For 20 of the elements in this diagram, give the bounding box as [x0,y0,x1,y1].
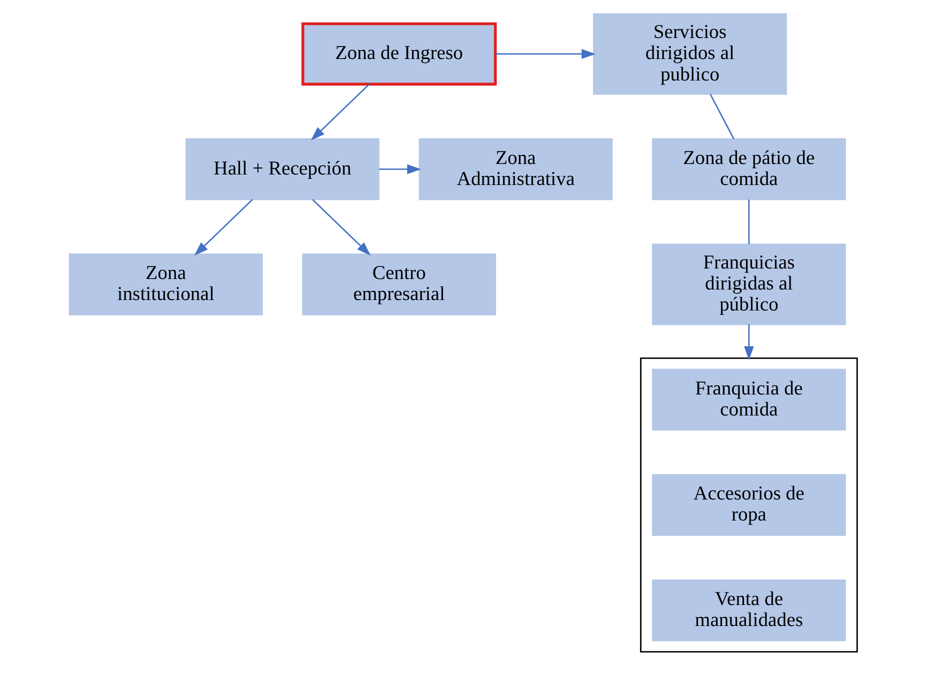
connector [748,200,750,244]
arrow [496,49,596,59]
arrow [744,324,754,360]
connector [710,94,734,140]
node-box: Zona de Ingreso [301,22,497,86]
arrow [310,84,370,140]
node-box: Venta de manualidades [652,579,846,642]
node-box: Accesorios de ropa [652,474,846,536]
node-box: Servicios dirigidos al publico [593,13,787,95]
node-box: Hall + Recepción [186,138,380,200]
node-box: Centro empresarial [302,254,496,316]
node-box: Franquicias dirigidas al público [652,244,846,326]
arrow [379,164,422,174]
node-box: Franquicia de comida [652,368,846,431]
node-box: Zona de pátio de comida [652,138,846,200]
arrow [312,199,371,256]
node-box: Zona institucional [68,254,263,316]
node-box: Zona Administrativa [418,138,613,200]
arrow [194,199,253,256]
cluster [640,357,858,653]
